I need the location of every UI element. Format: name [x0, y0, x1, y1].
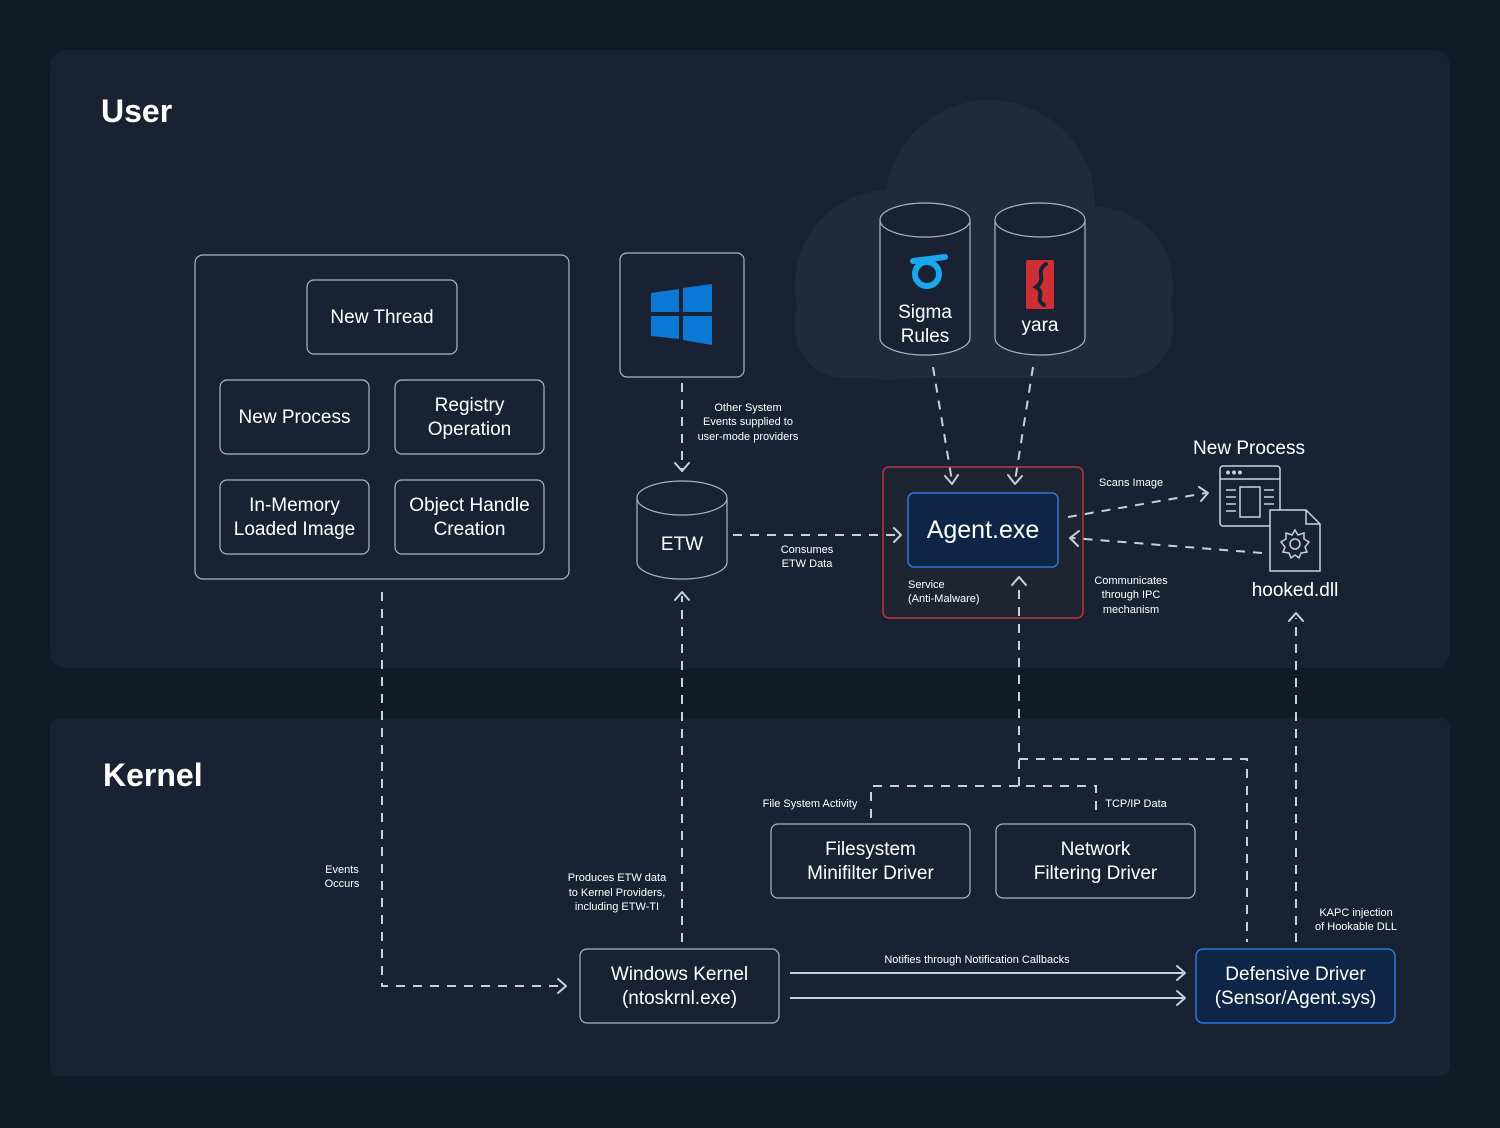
filesystem-minifilter-driver: Filesystem Minifilter Driver: [770, 823, 971, 899]
svg-text:Consumes: Consumes: [781, 544, 834, 556]
kernel-zone-title: Kernel: [103, 757, 203, 793]
svg-text:Windows Kernel: Windows Kernel: [611, 964, 748, 985]
annotation-tcpip-data: TCP/IP Data: [1105, 798, 1167, 810]
hooked-dll-label: hooked.dll: [1252, 580, 1339, 601]
svg-text:ETW Data: ETW Data: [782, 558, 834, 570]
annotation-scans-image: Scans Image: [1099, 477, 1163, 489]
svg-text:mechanism: mechanism: [1103, 604, 1159, 616]
svg-text:Defensive Driver: Defensive Driver: [1225, 964, 1366, 985]
svg-text:(ntoskrnl.exe): (ntoskrnl.exe): [622, 988, 737, 1009]
svg-text:through IPC: through IPC: [1102, 589, 1161, 601]
svg-text:(Sensor/Agent.sys): (Sensor/Agent.sys): [1215, 988, 1377, 1009]
notification-callback-arrows: [790, 965, 1186, 1006]
yara-to-agent-arrow: [1007, 366, 1034, 485]
annotation-consumes-etw: Consumes ETW Data: [781, 544, 834, 570]
sigma-to-agent-arrow: [932, 366, 959, 485]
agent-exe-box: Agent.exe: [907, 492, 1059, 568]
etw-to-agent-arrow: [733, 527, 902, 543]
svg-text:Communicates: Communicates: [1094, 575, 1168, 587]
svg-text:Object Handle: Object Handle: [409, 495, 529, 516]
svg-text:Rules: Rules: [901, 326, 950, 347]
svg-text:Minifilter Driver: Minifilter Driver: [807, 863, 934, 884]
application-window-icon: [1219, 465, 1281, 527]
svg-text:Occurs: Occurs: [325, 878, 360, 890]
etw-database-cylinder: ETW: [636, 480, 728, 580]
windows-kernel-box: Windows Kernel (ntoskrnl.exe): [579, 948, 780, 1024]
svg-text:Sigma: Sigma: [898, 302, 952, 323]
windows-os-box: [619, 252, 745, 378]
annotation-kapc-injection: KAPC injection of Hookable DLL: [1315, 907, 1397, 933]
svg-text:Other System: Other System: [714, 402, 781, 414]
event-in-memory-loaded-image: In-Memory Loaded Image: [219, 479, 370, 555]
svg-text:Filtering Driver: Filtering Driver: [1034, 863, 1158, 884]
svg-text:In-Memory: In-Memory: [249, 495, 340, 516]
drivers-to-agent-arrow: [870, 576, 1248, 942]
network-filtering-driver: Network Filtering Driver: [995, 823, 1196, 899]
agent-scans-image-arrow: [1067, 486, 1209, 518]
kapc-injection-arrow: [1288, 612, 1304, 942]
svg-text:New Process: New Process: [239, 407, 351, 428]
svg-text:yara: yara: [1022, 315, 1059, 336]
event-new-process: New Process: [219, 379, 370, 455]
svg-text:Network: Network: [1061, 839, 1131, 860]
right-new-process-label: New Process: [1193, 438, 1305, 459]
defensive-driver-box: Defensive Driver (Sensor/Agent.sys): [1195, 948, 1396, 1024]
annotation-events-occurs: Events Occurs: [325, 864, 360, 890]
yara-cylinder: yara: [994, 202, 1086, 356]
svg-text:to Kernel Providers,: to Kernel Providers,: [569, 887, 666, 899]
etw-label: ETW: [661, 534, 703, 555]
svg-text:Loaded Image: Loaded Image: [234, 519, 356, 540]
annotation-notifies-callbacks: Notifies through Notification Callbacks: [884, 954, 1070, 966]
kernel-to-etw-arrow: [674, 591, 690, 942]
dll-to-agent-ipc-arrow: [1069, 530, 1263, 554]
dll-file-gear-icon: [1269, 509, 1321, 572]
event-object-handle-creation: Object Handle Creation: [394, 479, 545, 555]
svg-text:Registry: Registry: [435, 395, 505, 416]
svg-text:KAPC injection: KAPC injection: [1319, 907, 1392, 919]
svg-text:Operation: Operation: [428, 419, 511, 440]
svg-text:including ETW-TI: including ETW-TI: [575, 901, 659, 913]
annotation-file-system-activity: File System Activity: [763, 798, 858, 810]
agent-service-sublabel: (Anti-Malware): [908, 593, 980, 605]
svg-text:Events: Events: [325, 864, 359, 876]
annotation-other-system-events: Other System Events supplied to user-mod…: [698, 402, 799, 443]
annotation-produces-etw: Produces ETW data to Kernel Providers, i…: [568, 872, 667, 913]
svg-text:user-mode providers: user-mode providers: [698, 431, 799, 443]
sigma-rules-cylinder: Sigma Rules: [879, 202, 971, 356]
yara-logo-icon: [1026, 260, 1054, 309]
svg-text:New Thread: New Thread: [330, 307, 433, 328]
windows-to-etw-arrow: [674, 383, 690, 472]
annotation-communicates-ipc: Communicates through IPC mechanism: [1094, 575, 1168, 616]
svg-text:Events supplied to: Events supplied to: [703, 416, 793, 428]
agent-service-label: Service: [908, 579, 945, 591]
event-new-thread: New Thread: [306, 279, 458, 355]
svg-text:Agent.exe: Agent.exe: [927, 516, 1040, 544]
svg-text:Creation: Creation: [434, 519, 506, 540]
svg-text:Filesystem: Filesystem: [825, 839, 916, 860]
svg-text:Produces ETW data: Produces ETW data: [568, 872, 667, 884]
event-registry-operation: Registry Operation: [394, 379, 545, 455]
user-zone-title: User: [101, 93, 172, 129]
svg-text:of Hookable DLL: of Hookable DLL: [1315, 921, 1397, 933]
sigma-logo-icon: [910, 254, 948, 289]
events-to-kernel-arrow: [381, 592, 567, 994]
windows-logo-icon: [651, 284, 712, 345]
